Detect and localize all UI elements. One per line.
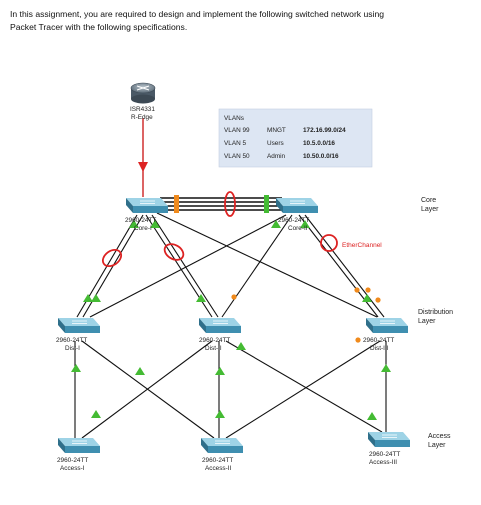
dist2-name: Dist-II [205, 345, 222, 352]
core1-dist3-link [156, 212, 378, 318]
access3-model: 2960-24TT [369, 451, 400, 458]
vlan-row-2-name: Users [267, 140, 284, 147]
router-name: R-Edge [131, 114, 153, 121]
distribution-layer-title: Distribution [418, 309, 453, 316]
port-blocked-marker [355, 337, 361, 343]
port-blocked-marker [354, 287, 360, 293]
port-up-marker [129, 220, 139, 228]
port-up-marker [71, 364, 81, 372]
vlan-row-1-id: VLAN 99 [224, 127, 250, 134]
core2-dist3-link-b [304, 214, 385, 318]
core1-dist2-link-b [151, 214, 219, 318]
switch-access1 [58, 438, 100, 453]
etherchannel-markers [101, 191, 338, 268]
dist2-acc3-link [225, 340, 383, 433]
port-up-marker [215, 367, 225, 375]
access1-name: Access-I [60, 465, 85, 472]
switch-access2 [201, 438, 243, 453]
port-up-marker [236, 342, 246, 350]
port-up-marker [135, 367, 145, 375]
dist1-acc2-link [81, 340, 215, 439]
bundle-active-port [264, 195, 269, 213]
port-markers [71, 220, 391, 420]
intro-line-1: In this assignment, you are required to … [10, 9, 385, 19]
router-model: ISR4331 [130, 106, 155, 113]
port-up-marker [150, 220, 160, 228]
etherchannel-label: EtherChannel [342, 242, 382, 249]
vlan-row-3-id: VLAN 50 [224, 153, 250, 160]
dist3-model: 2960-24TT [363, 337, 394, 344]
port-up-marker [362, 294, 372, 302]
port-up-marker [300, 220, 310, 228]
dist2-model: 2960-24TT [199, 337, 230, 344]
port-blocked-marker [231, 294, 237, 300]
vlan-table: VLANs VLAN 99 MNGT 172.16.99.0/24 VLAN 5… [218, 108, 373, 168]
router-link-arrow [138, 162, 148, 172]
vlan-row-1-name: MNGT [267, 127, 286, 134]
port-up-marker [367, 412, 377, 420]
core1-model: 2960-24TT [125, 217, 156, 224]
port-up-marker [83, 294, 93, 302]
switch-dist2 [199, 318, 241, 333]
switch-core1 [126, 198, 168, 213]
access-layer-title: Access [428, 433, 451, 440]
switch-dist3 [366, 318, 408, 333]
core-etherchannel-bundle [160, 197, 282, 211]
dist3-acc2-link [225, 340, 381, 439]
etherchannel-core1-dist1 [101, 248, 123, 268]
port-up-marker [381, 364, 391, 372]
switch-access3 [368, 432, 410, 447]
vlan-row-3-name: Admin [267, 153, 286, 160]
core1-name: Core-I [134, 225, 152, 232]
vlan-table-title: VLANs [224, 115, 244, 122]
distribution-layer-word: Layer [418, 318, 436, 325]
intro-text: In this assignment, you are required to … [10, 8, 472, 34]
port-up-marker [91, 294, 101, 302]
vlan-row-2-network: 10.5.0.0/16 [303, 140, 335, 147]
dist1-name: Dist-I [65, 345, 80, 352]
switch-core2 [276, 198, 318, 213]
switch-dist1 [58, 318, 100, 333]
etherchannel-core-core [224, 191, 236, 217]
vlan-row-3-network: 10.50.0.0/16 [303, 153, 339, 160]
core2-name: Core-II [288, 225, 308, 232]
port-up-marker [271, 220, 281, 228]
access2-model: 2960-24TT [202, 457, 233, 464]
etherchannel-core2-dist3 [320, 234, 338, 252]
core2-model: 2960-24TT [278, 217, 309, 224]
bundle-blocked-port [174, 195, 179, 213]
vlan-row-1-network: 172.16.99.0/24 [303, 127, 346, 134]
core-layer-word: Layer [421, 206, 439, 213]
dist2-acc1-link [81, 340, 213, 439]
core2-dist1-link [89, 214, 287, 318]
intro-line-2: Packet Tracer with the following specifi… [10, 22, 188, 32]
core2-dist2-link [221, 214, 293, 318]
access3-name: Access-III [369, 459, 397, 466]
etherchannel-core1-dist2 [163, 243, 185, 261]
dist1-model: 2960-24TT [56, 337, 87, 344]
core-layer-title: Core [421, 197, 436, 204]
dist3-name: Dist-III [370, 345, 389, 352]
port-up-marker [91, 410, 101, 418]
port-up-marker [215, 410, 225, 418]
access-layer-word: Layer [428, 442, 446, 449]
access2-name: Access-II [205, 465, 232, 472]
port-blocked-marker [365, 287, 371, 293]
vlan-row-2-id: VLAN 5 [224, 140, 246, 147]
port-up-marker [196, 294, 206, 302]
port-blocked-marker [375, 297, 381, 303]
router-device [130, 82, 156, 104]
access1-model: 2960-24TT [57, 457, 88, 464]
